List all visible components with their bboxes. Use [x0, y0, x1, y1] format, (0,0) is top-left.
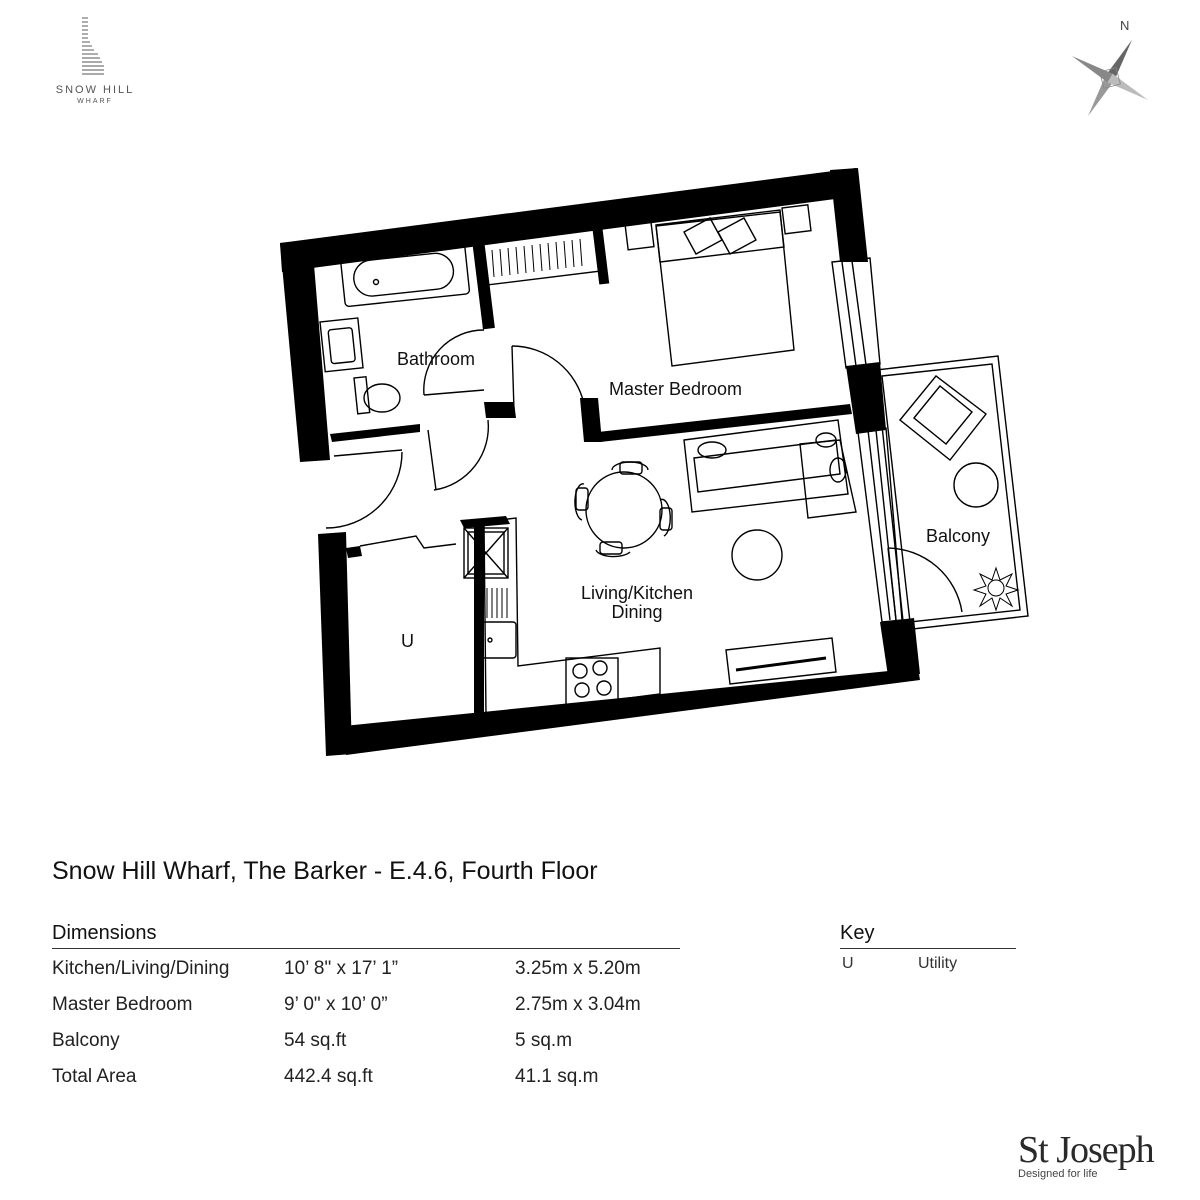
room-label-balcony: Balcony — [926, 526, 991, 546]
wall-bed-bottom — [598, 404, 852, 442]
tv-unit — [725, 637, 837, 685]
armchair — [899, 375, 987, 461]
balcony-table — [953, 462, 999, 508]
dining-chairs — [574, 461, 673, 558]
floor-plan-drawing — [280, 168, 1029, 756]
bedroom-window — [831, 257, 881, 369]
brand-logo: SNOW HILL WHARF — [40, 14, 150, 114]
toilet-cistern — [353, 375, 371, 415]
dining-table — [585, 471, 663, 549]
hall-door — [433, 419, 490, 491]
dimension-row: Total Area 442.4 sq.ft 41.1 sq.m — [52, 1066, 752, 1096]
bedroom-door — [511, 345, 585, 405]
wall-bed-left — [580, 398, 602, 442]
dimension-metric: 5 sq.m — [515, 1030, 573, 1051]
brand-name: SNOW HILL — [55, 84, 135, 96]
plan-title: Snow Hill Wharf, The Barker - E.4.6, Fou… — [52, 857, 598, 885]
entrance-door — [325, 451, 403, 529]
dimension-row: Master Bedroom 9’ 0" x 10’ 0” 2.75m x 3.… — [52, 994, 752, 1024]
wall-store-bed — [592, 223, 610, 285]
compass-north-label: N — [1120, 18, 1130, 33]
bedside-table-left — [624, 220, 655, 251]
wall-top-left — [280, 240, 330, 462]
utility-door — [359, 535, 457, 549]
wall-bottom-left — [318, 532, 352, 756]
room-label-utility: U — [401, 631, 414, 651]
wall-u-top — [346, 546, 362, 558]
fridge-unit — [463, 527, 509, 579]
bedside-table-right — [781, 204, 812, 235]
balcony-door — [887, 547, 963, 613]
dimension-metric: 41.1 sq.m — [515, 1066, 599, 1087]
wall-right-mid — [846, 362, 886, 434]
wardrobe — [475, 224, 600, 287]
dimension-imperial: 9’ 0" x 10’ 0” — [284, 994, 388, 1015]
dimension-row: Balcony 54 sq.ft 5 sq.m — [52, 1030, 752, 1060]
developer-name: St Joseph — [1018, 1129, 1155, 1171]
wall-bath-bottom — [330, 424, 420, 442]
kitchen-sink — [481, 621, 517, 659]
sofa — [683, 419, 857, 519]
living-window — [857, 427, 903, 623]
wall-bath-store — [472, 238, 495, 330]
plant — [972, 566, 1020, 612]
wall-hall-left — [484, 402, 516, 418]
dimension-imperial: 442.4 sq.ft — [284, 1066, 373, 1087]
bathtub — [339, 241, 471, 308]
dimension-imperial: 10’ 8" x 17’ 1” — [284, 958, 399, 979]
wall-top — [280, 168, 858, 272]
wall-kitchen — [474, 524, 484, 718]
compass-rose-icon — [1071, 39, 1149, 116]
tower-mark-icon — [82, 17, 104, 75]
wall-right-upper — [830, 168, 868, 262]
dimension-room: Total Area — [52, 1066, 137, 1087]
coffee-table — [731, 529, 783, 581]
key-meaning: Utility — [918, 955, 958, 972]
wash-basin — [319, 317, 364, 373]
dimension-metric: 3.25m x 5.20m — [515, 958, 641, 979]
dimension-metric: 2.75m x 3.04m — [515, 994, 641, 1015]
floor-plan: Bathroom Master Bedroom Living/Kitchen D… — [280, 168, 1029, 756]
developer-tagline: Designed for life — [1018, 1168, 1098, 1180]
kitchen-counter — [483, 517, 661, 717]
room-label-bathroom: Bathroom — [397, 349, 476, 369]
room-label-living-kitchen: Living/Kitchen — [580, 583, 694, 603]
wall-right-lower — [880, 618, 920, 676]
dimension-row: Kitchen/Living/Dining 10’ 8" x 17’ 1” 3.… — [52, 958, 752, 988]
room-label-master-bedroom: Master Bedroom — [609, 379, 743, 399]
key-divider — [840, 948, 1016, 949]
dimension-room: Master Bedroom — [52, 994, 193, 1015]
hob — [565, 657, 619, 707]
brand-subname: WHARF — [77, 98, 113, 105]
north-compass: N — [1062, 16, 1152, 116]
balcony-outline — [875, 355, 1029, 631]
dimensions-heading: Dimensions — [52, 922, 157, 944]
dimension-imperial: 54 sq.ft — [284, 1030, 347, 1051]
dimension-room: Balcony — [52, 1030, 120, 1051]
wall-bottom — [344, 668, 920, 755]
drainer — [481, 588, 508, 618]
double-bed — [655, 209, 795, 367]
key-code: U — [842, 955, 854, 972]
dimensions-divider — [52, 948, 680, 949]
room-label-dining: Dining — [611, 602, 663, 622]
dimension-room: Kitchen/Living/Dining — [52, 958, 230, 979]
key-heading: Key — [840, 922, 875, 944]
bathroom-door — [423, 329, 485, 396]
developer-logo: St Joseph Designed for life — [1010, 1128, 1160, 1188]
